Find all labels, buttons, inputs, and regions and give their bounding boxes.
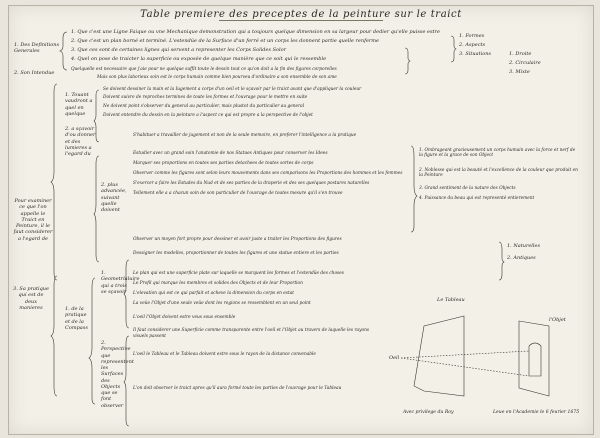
body-line: Ne doivent point s'observer du general a…	[103, 104, 305, 109]
header-line: 1. Que c'est une Ligne Faique ou vne Mec…	[71, 29, 440, 35]
sub-label: 1. Touant vaudront a quel en quelque	[65, 92, 93, 117]
body-line: Dessigner les modelles, proportionner de…	[133, 251, 339, 256]
body-line: Tellement elle a a chacun soin de son pa…	[133, 191, 343, 196]
header-line: 2. Que c'est un plan borné et terminé. L…	[71, 38, 379, 44]
footer-privilege: Avec privilege du Roy	[403, 410, 454, 415]
page-title: Table premiere des preceptes de la peint…	[140, 9, 462, 20]
body-line: L'on doit observer le traict apres qu'il…	[133, 386, 342, 391]
label-intendue: 2. Son Intendue	[14, 70, 55, 76]
body-line: Se doivent dessiner la main et la Iugeme…	[103, 87, 362, 92]
body-line: Quelquelle est necessaire que j'aie pour…	[71, 67, 337, 72]
body-line: Le plan qui est une superficie plate sur…	[133, 271, 344, 276]
list-item: 2. Antiques	[507, 255, 536, 261]
list-item: 3. Mixte	[509, 69, 530, 75]
body-line: La veüe l'Objet d'une seule veüe dont le…	[133, 301, 311, 306]
body-line: Marquer ses proportions en toutes ses pa…	[133, 161, 314, 166]
side-item: 3. Grand sentiment de la nature des Obje…	[419, 186, 516, 191]
body-line: Observer un moyen fort propre pour dessi…	[133, 237, 342, 242]
side-item: 2. Noblesse qui est la beauté et l'excel…	[419, 168, 578, 179]
body-line: Mais son plus laborieux soin est le corp…	[97, 75, 337, 80]
body-line: Estudier avec un grand soin l'anatomie d…	[133, 151, 328, 156]
side-item: 1. Ombrageant gracieusement un corps hum…	[419, 148, 576, 159]
label-definitions: 1. Des Definitions Generales	[14, 42, 60, 55]
body-line: Observer comme les figures sont selon le…	[133, 171, 403, 176]
body-line: L'oeil l'Objet doivent estre veus sous e…	[133, 315, 236, 320]
list-item: 1. Droite	[509, 51, 532, 57]
body-line: L'oeil le Tableau et le Tableau doivent …	[133, 352, 316, 357]
body-line: S'exercer a faire les Estudes du Nud et …	[133, 181, 370, 186]
label-traict: Pour examiner ce que l'on appelle le Tra…	[13, 198, 53, 242]
body-line: Doivent entendre du dessin en la peintur…	[103, 113, 313, 118]
title-rule	[219, 20, 383, 21]
brace-lines	[50, 31, 505, 427]
list-item: 1. Naturelles	[507, 243, 541, 249]
body-line: Le Profil qui marque les membres et soli…	[133, 281, 303, 286]
header-line: 4. Quel on pose de traicter la superfici…	[71, 56, 327, 62]
perspective-figure	[400, 315, 550, 397]
sub-label: 2. Perspective que representent les Surf…	[101, 340, 134, 409]
list-item: 2. Circulaire	[509, 60, 541, 66]
body-line: Doivent suivre de reproches termines de …	[103, 95, 308, 100]
list-item: 1. Formes	[459, 33, 485, 39]
sub-label: 1. Geometrlaluire qui a trois se sçavoir	[101, 270, 140, 295]
label-pratique: 3. Sa pratique qui est de deux manieres	[13, 286, 49, 311]
sub-label: 2. plus advancée, suivant quelle doivent	[101, 182, 127, 213]
body-line: L'elevation qui est ce qui parfait et ac…	[133, 291, 295, 296]
header-line: 3. Que ces sont de certaines lignes qui …	[71, 47, 287, 53]
body-line: S'habituer a travailler de jugement et n…	[133, 133, 357, 138]
figure-label-objet: l'Objet	[549, 317, 566, 323]
document-sheet: Table premiere des preceptes de la peint…	[8, 5, 594, 435]
list-item: 2. Aspects	[459, 42, 486, 48]
side-item: 4. Puissance du beau qui est representé …	[419, 196, 535, 201]
list-item: 3. Situations	[459, 51, 491, 57]
figure-label-oeil: Oeil	[389, 355, 400, 361]
figure-label-tableau: Le Tableau	[437, 297, 465, 303]
sub-label: 2. a sçavoir d'ou donner et des lumieres…	[65, 126, 96, 157]
body-line: Il faut considerer une Superficie comme …	[133, 328, 370, 339]
sub-label: 1. de la pratique et de la Compass	[65, 306, 88, 331]
footer-date: Leue en l'Academie le 6 feurier 1675	[493, 410, 580, 415]
